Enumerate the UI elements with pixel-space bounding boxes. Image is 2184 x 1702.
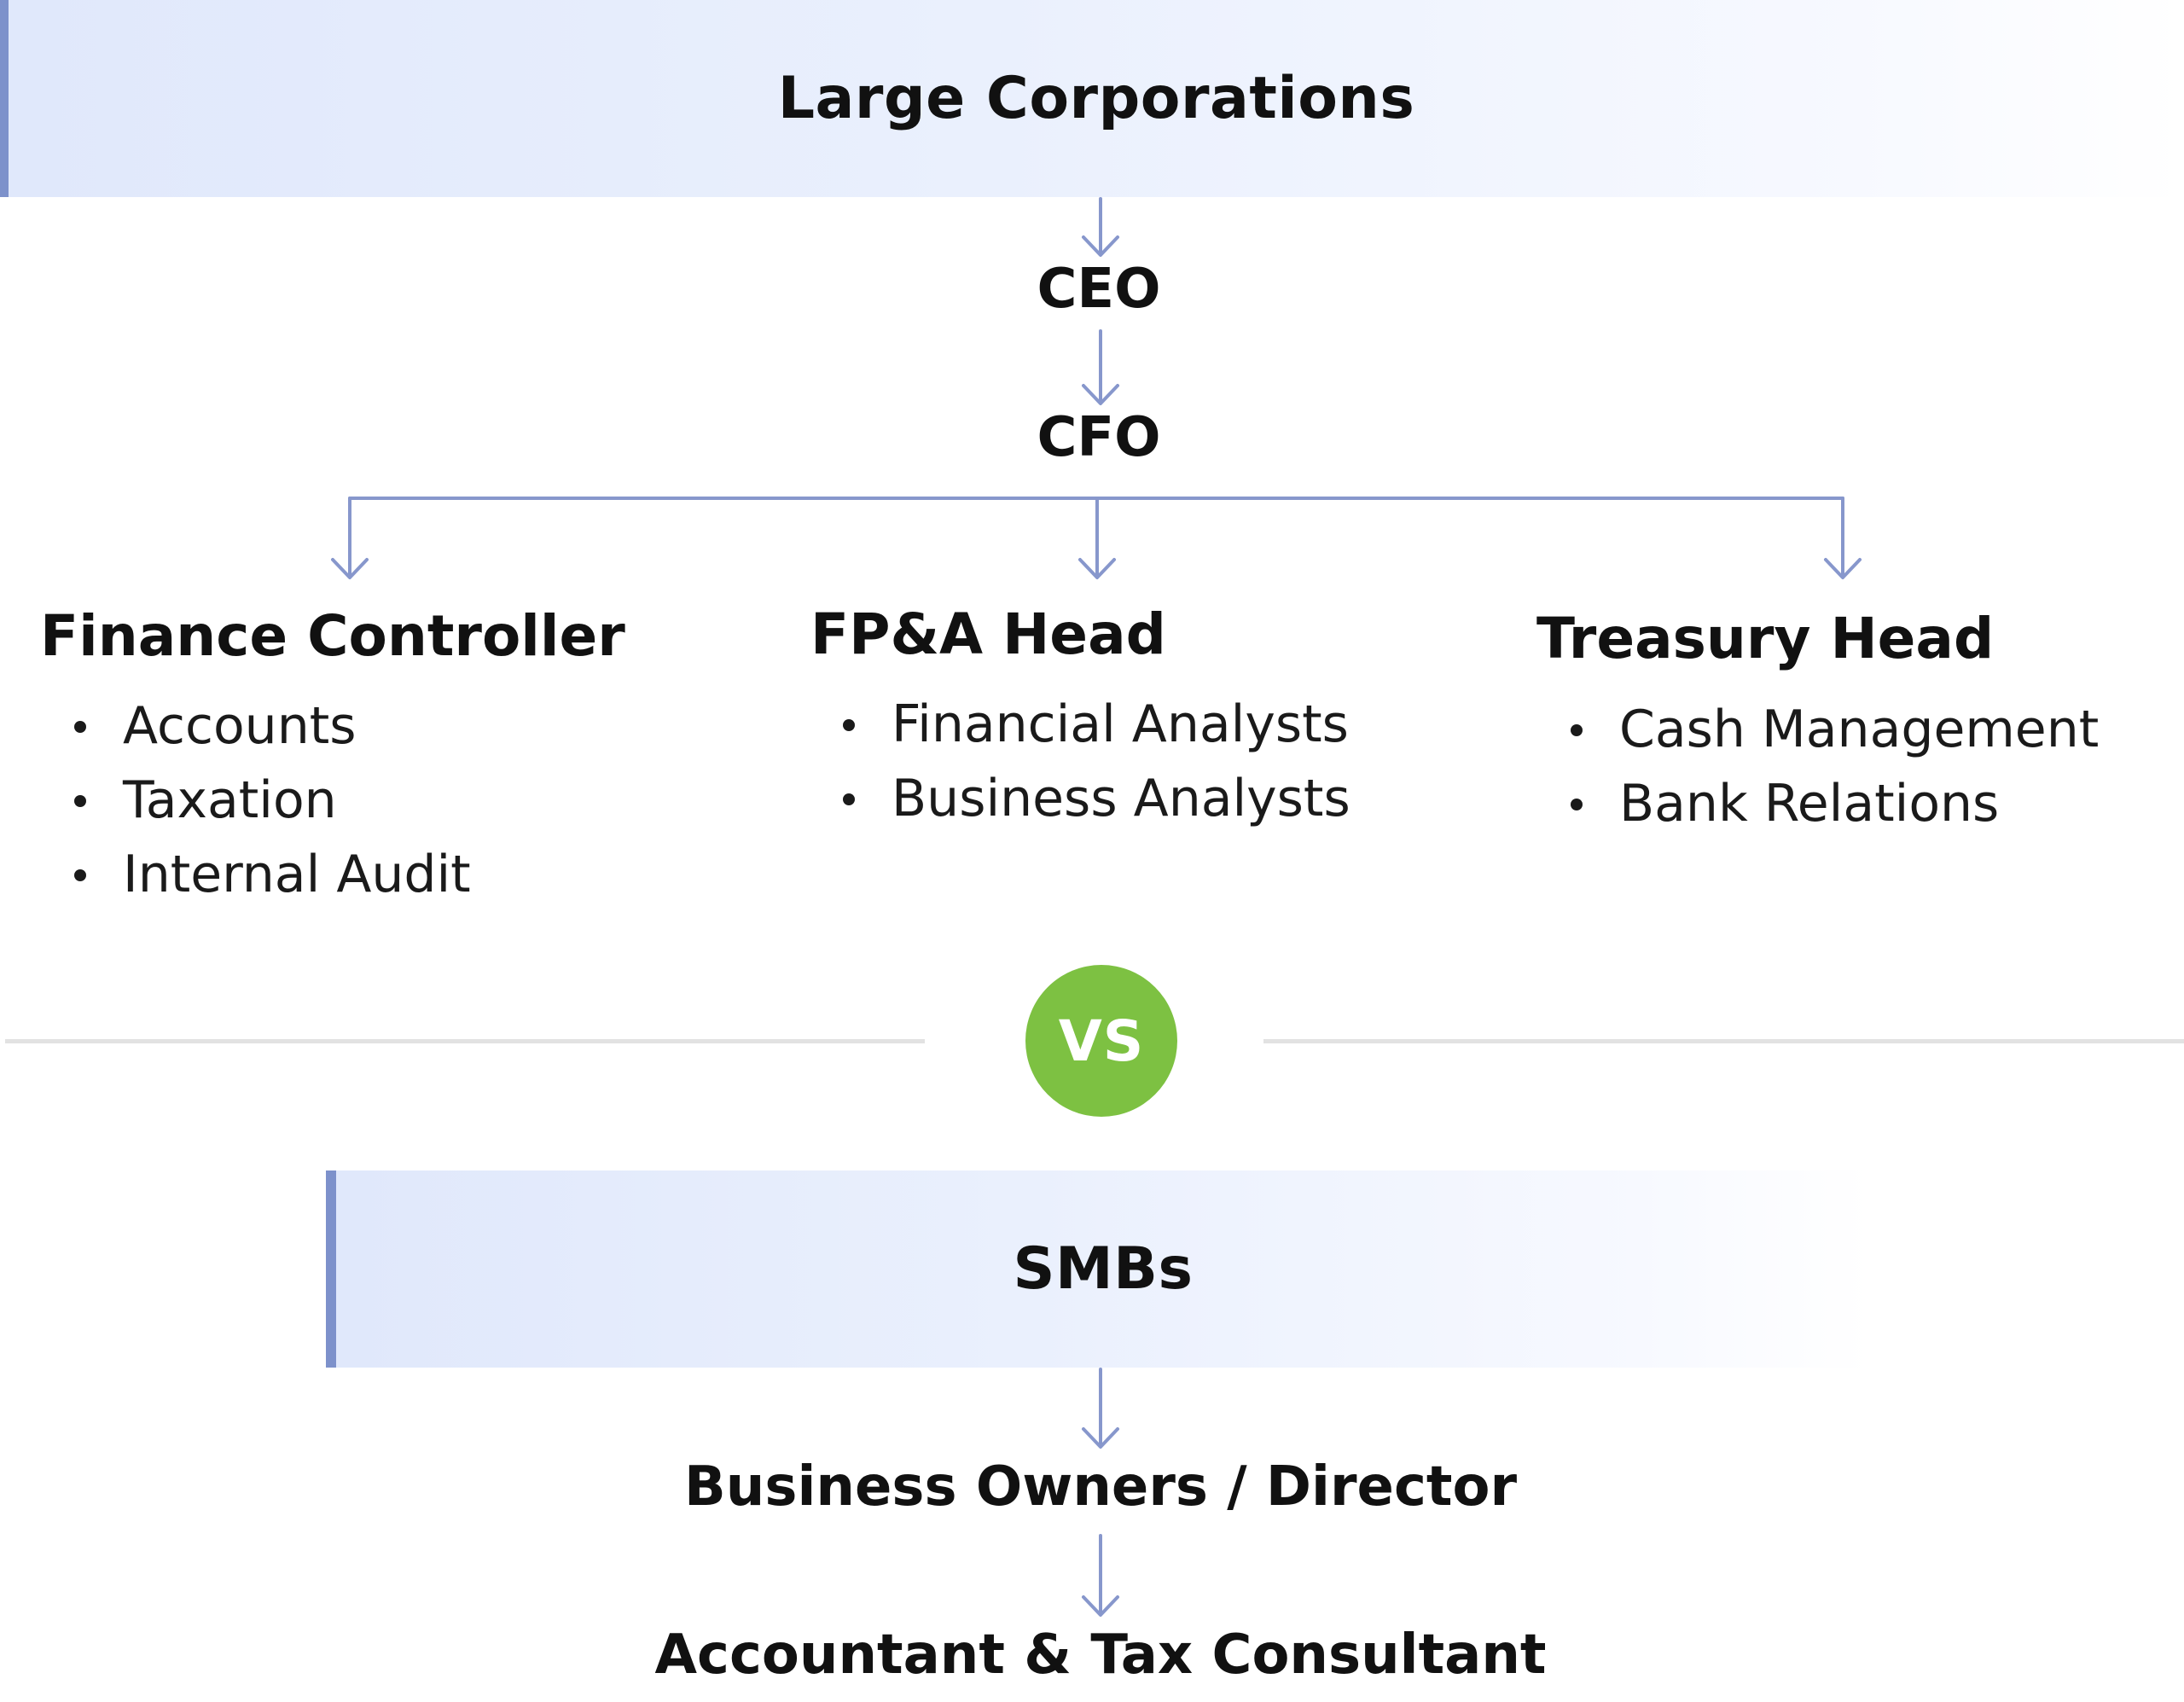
list-item: Taxation [40,764,471,838]
bullet-icon [74,795,86,807]
smb-title: SMBs [1013,1235,1194,1303]
bullet-icon [843,793,855,805]
head-fpa: FP&A Head [810,601,1166,667]
finance-controller-list: Accounts Taxation Internal Audit [40,689,471,912]
fpa-list: Financial Analysts Business Analysts [809,688,1350,836]
list-item-label: Accounts [123,696,357,756]
arrow-ceo-to-cfo [1082,329,1119,405]
bullet-icon [1571,799,1583,810]
bullet-icon [74,869,86,881]
node-ceo: CEO [1037,258,1161,321]
list-item-label: Bank Relations [1619,774,2000,834]
bullet-icon [74,721,86,733]
list-item-label: Business Analysts [892,769,1350,828]
list-item: Cash Management [1536,693,2099,767]
node-cfo: CFO [1037,406,1161,469]
arrow-cfo-to-finance-controller [331,497,369,579]
arrow-owners-to-accountant [1082,1534,1119,1617]
list-item: Accounts [40,689,471,764]
list-item-label: Taxation [123,770,337,830]
divider-line-left [5,1039,925,1043]
large-corporations-banner: Large Corporations [0,0,2184,197]
list-item-label: Internal Audit [123,845,471,904]
vs-badge: VS [1025,965,1177,1117]
list-item-label: Financial Analysts [892,694,1349,754]
list-item-label: Cash Management [1619,700,2100,759]
list-item: Internal Audit [40,838,471,912]
treasury-list: Cash Management Bank Relations [1536,693,2099,841]
head-finance-controller: Finance Controller [40,603,625,669]
list-item: Bank Relations [1536,767,2099,841]
smb-banner: SMBs [326,1170,1870,1368]
arrow-cfo-to-fpa-head [1078,497,1116,579]
node-accountant: Accountant & Tax Consultant [654,1624,1547,1687]
bullet-icon [843,719,855,731]
arrow-smb-to-owners [1082,1368,1119,1449]
arrow-cfo-to-treasury-head [1824,497,1862,579]
bullet-icon [1571,724,1583,736]
node-business-owners: Business Owners / Director [684,1455,1517,1519]
head-treasury: Treasury Head [1536,606,1995,671]
divider-line-right [1263,1039,2184,1043]
large-corporations-title: Large Corporations [777,65,1415,132]
list-item: Financial Analysts [809,688,1350,762]
arrow-banner-to-ceo [1082,197,1119,257]
list-item: Business Analysts [809,762,1350,836]
